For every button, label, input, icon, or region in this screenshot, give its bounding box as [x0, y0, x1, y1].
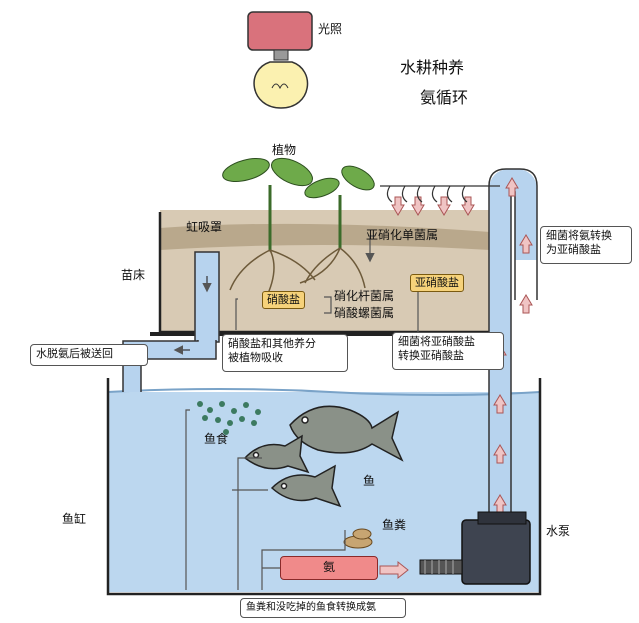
absorb-note: 硝酸盐和其他养分 被植物吸收 [222, 334, 348, 372]
absorb-line-2: 被植物吸收 [228, 351, 283, 364]
connector-lines [185, 235, 419, 590]
ammonia-bar: 氨 [280, 556, 378, 580]
nitrospira-label: 硝酸螺菌属 [334, 306, 395, 320]
waste-to-ammonia-text: 鱼粪和没吃掉的鱼食转换成氨 [246, 602, 376, 613]
nitrite-tag: 亚硝酸盐 [410, 274, 464, 292]
nitrate-tag: 硝酸盐 [262, 291, 305, 309]
plants-label: 植物 [272, 143, 297, 157]
fish-waste-icon [343, 528, 373, 549]
fish-tank-label: 鱼缸 [62, 512, 87, 526]
title-line-2: 氨循环 [420, 88, 469, 107]
nitrobacter-label: 硝化杆菌属 [334, 289, 395, 303]
waste-to-ammonia-note: 鱼粪和没吃掉的鱼食转换成氨 [240, 598, 406, 618]
siphon-pipe [122, 251, 220, 392]
bacteria-nitrite-note: 细菌将亚硝酸盐 转换亚硝酸盐 [392, 332, 504, 370]
siphon-label: 虹吸罩 [186, 220, 223, 234]
light-label: 光照 [318, 22, 343, 36]
pump-icon [419, 511, 531, 585]
bacteria-ammonia-line-2: 为亚硝酸盐 [546, 243, 601, 256]
fish-icon [243, 405, 404, 508]
bacteria-ammonia-line-1: 细菌将氨转换 [546, 229, 612, 242]
fish-waste-label: 鱼粪 [382, 518, 407, 532]
nitrosomonas-label: 亚硝化单菌属 [366, 228, 439, 242]
fish-food-label: 鱼食 [204, 432, 229, 446]
absorb-line-1: 硝酸盐和其他养分 [228, 337, 316, 350]
return-water-note: 水脱氨后被送回 [30, 344, 148, 366]
spray-nozzle [380, 185, 500, 203]
plants-icon [222, 157, 375, 301]
grow-bed-label: 苗床 [121, 268, 146, 282]
bacteria-ammonia-note: 细菌将氨转换 为亚硝酸盐 [540, 226, 632, 264]
title-line-1: 水耕种养 [400, 58, 465, 77]
light-bulb-icon [247, 11, 313, 109]
pump-label: 水泵 [546, 524, 571, 538]
fish-food-icon [197, 401, 261, 435]
fish-label: 鱼 [363, 474, 376, 488]
ammonia-label: 氨 [322, 560, 335, 574]
bacteria-nitrite-line-2: 转换亚硝酸盐 [398, 349, 464, 362]
bacteria-nitrite-line-1: 细菌将亚硝酸盐 [398, 335, 475, 348]
return-water-text: 水脱氨后被送回 [36, 347, 113, 360]
